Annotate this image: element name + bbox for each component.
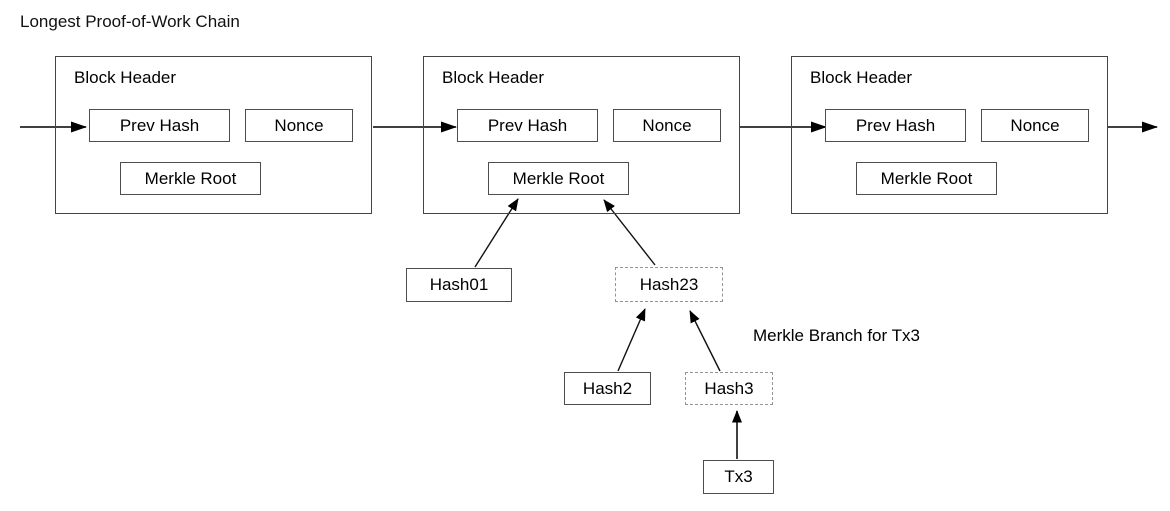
block-2: Block Header Prev Hash Nonce Merkle Root (423, 56, 740, 214)
block-3-merkle-root-box: Merkle Root (856, 162, 997, 195)
hash3-node: Hash3 (685, 372, 773, 405)
arrow-hash2-to-hash23 (617, 308, 646, 372)
hash2-node: Hash2 (564, 372, 651, 405)
block-3-nonce-box: Nonce (981, 109, 1089, 142)
block-3: Block Header Prev Hash Nonce Merkle Root (791, 56, 1108, 214)
block-1: Block Header Prev Hash Nonce Merkle Root (55, 56, 372, 214)
block-1-prev-hash-box: Prev Hash (89, 109, 230, 142)
block-3-prev-hash-box: Prev Hash (825, 109, 966, 142)
block-2-header-label: Block Header (442, 68, 545, 87)
diagram-title: Longest Proof-of-Work Chain (20, 12, 240, 31)
block-1-nonce-box: Nonce (245, 109, 353, 142)
block-1-merkle-root-box: Merkle Root (120, 162, 261, 195)
block-2-merkle-root-box: Merkle Root (488, 162, 629, 195)
block-3-header-label: Block Header (810, 68, 913, 87)
merkle-branch-label: Merkle Branch for Tx3 (753, 326, 920, 345)
hash23-node: Hash23 (615, 267, 723, 302)
hash01-node: Hash01 (406, 268, 512, 302)
block-2-prev-hash-box: Prev Hash (457, 109, 598, 142)
block-2-nonce-box: Nonce (613, 109, 721, 142)
block-1-header-label: Block Header (74, 68, 177, 87)
arrow-hash3-to-hash23 (689, 310, 721, 372)
tx3-node: Tx3 (703, 460, 774, 494)
